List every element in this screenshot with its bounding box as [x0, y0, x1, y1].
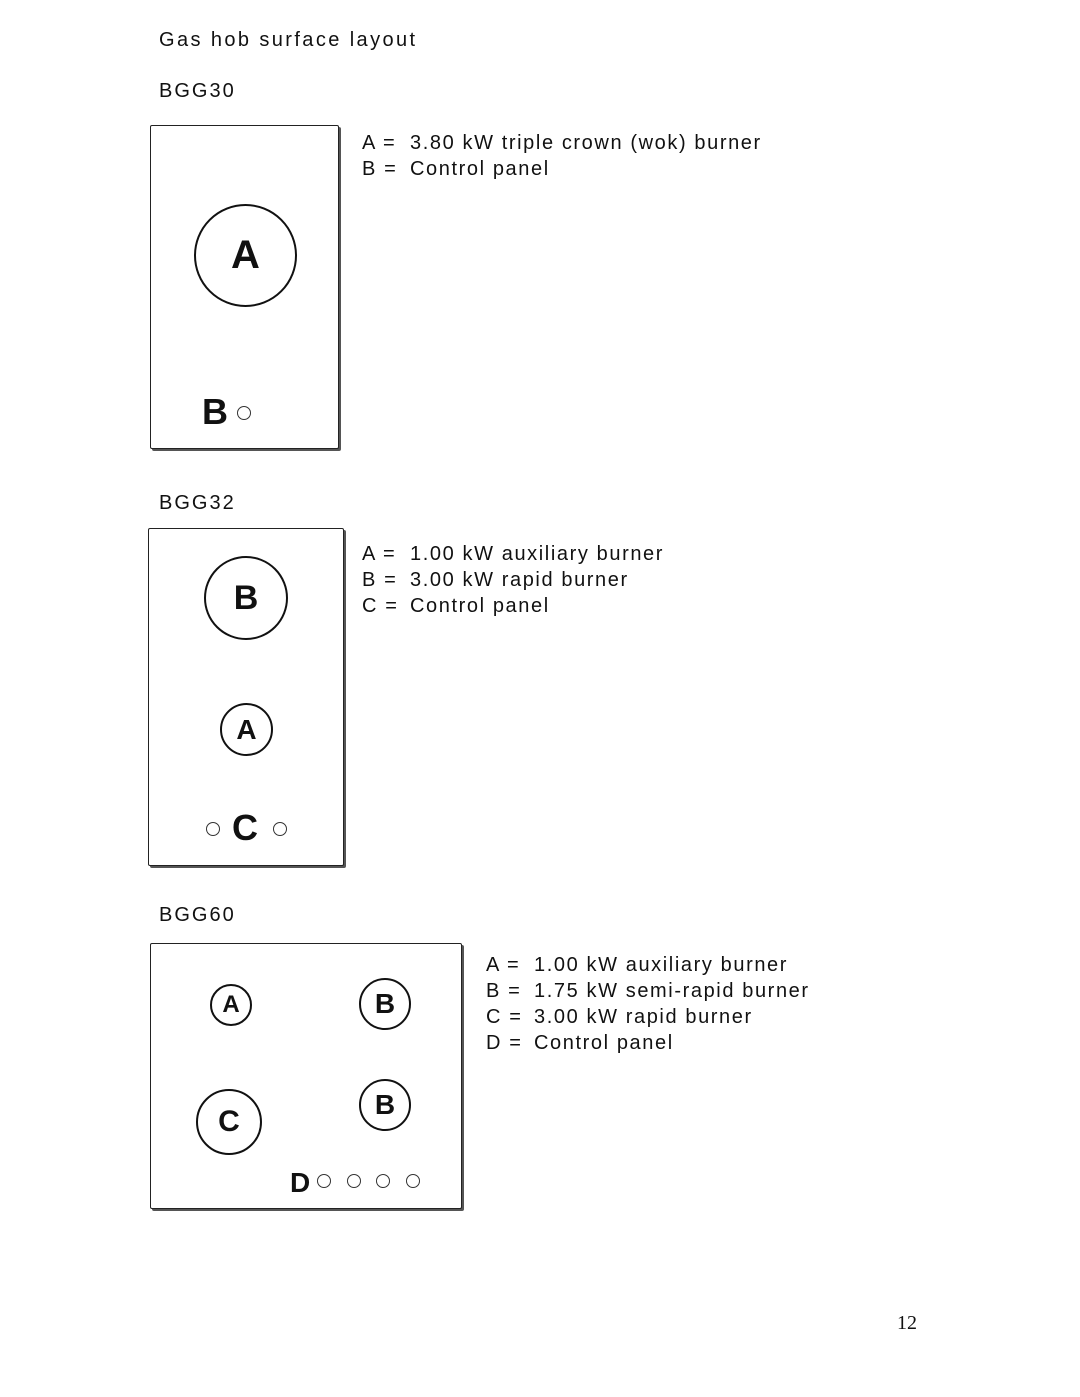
burner-a: A [220, 703, 273, 756]
legend-bgg60: A = 1.00 kW auxiliary burner B = 1.75 kW… [486, 952, 810, 1056]
burner-b: B [204, 556, 288, 640]
legend-item: D = Control panel [486, 1030, 810, 1056]
legend-key: C = [486, 1006, 523, 1028]
legend-text: 3.80 kW triple crown (wok) burner [410, 132, 762, 154]
page-title: Gas hob surface layout [159, 29, 418, 51]
legend-text: 3.00 kW rapid burner [410, 569, 629, 591]
model-name-bgg32: BGG32 [159, 492, 236, 514]
legend-text: 1.00 kW auxiliary burner [534, 954, 789, 976]
legend-key: A = [362, 132, 397, 154]
knob-icon [376, 1174, 390, 1188]
legend-item: C = 3.00 kW rapid burner [486, 1004, 810, 1030]
control-panel-label: D [290, 1167, 311, 1198]
legend-text: 3.00 kW rapid burner [534, 1006, 753, 1028]
control-panel-label: C [232, 807, 258, 848]
model-name-bgg30: BGG30 [159, 80, 236, 102]
knob-icon [237, 406, 251, 420]
burner-b: B [359, 978, 411, 1030]
legend-item: A = 1.00 kW auxiliary burner [362, 541, 664, 567]
legend-key: D = [486, 1032, 523, 1054]
knob-icon [206, 822, 220, 836]
legend-text: 1.75 kW semi-rapid burner [534, 980, 810, 1002]
hob-diagram-bgg32: B A C [148, 528, 344, 866]
legend-text: Control panel [410, 595, 550, 617]
legend-item: B = 3.00 kW rapid burner [362, 567, 664, 593]
burner-b: B [359, 1079, 411, 1131]
legend-key: A = [486, 954, 521, 976]
legend-item: A = 3.80 kW triple crown (wok) burner [362, 130, 762, 156]
model-name-bgg60: BGG60 [159, 904, 236, 926]
legend-text: Control panel [410, 158, 550, 180]
burner-a: A [210, 984, 252, 1026]
legend-key: B = [486, 980, 522, 1002]
legend-bgg30: A = 3.80 kW triple crown (wok) burner B … [362, 130, 762, 182]
legend-item: B = 1.75 kW semi-rapid burner [486, 978, 810, 1004]
page-number: 12 [897, 1312, 917, 1334]
legend-key: B = [362, 158, 398, 180]
knob-icon [406, 1174, 420, 1188]
legend-item: B = Control panel [362, 156, 762, 182]
legend-text: 1.00 kW auxiliary burner [410, 543, 665, 565]
legend-key: B = [362, 569, 398, 591]
legend-key: C = [362, 595, 399, 617]
legend-item: C = Control panel [362, 593, 664, 619]
legend-item: A = 1.00 kW auxiliary burner [486, 952, 810, 978]
burner-a: A [194, 204, 297, 307]
knob-icon [347, 1174, 361, 1188]
burner-c: C [196, 1089, 262, 1155]
hob-diagram-bgg60: A B C B D [150, 943, 462, 1209]
control-panel-label: B [202, 391, 228, 432]
knob-icon [317, 1174, 331, 1188]
legend-text: Control panel [534, 1032, 674, 1054]
hob-diagram-bgg30: A B [150, 125, 339, 449]
knob-icon [273, 822, 287, 836]
legend-key: A = [362, 543, 397, 565]
legend-bgg32: A = 1.00 kW auxiliary burner B = 3.00 kW… [362, 541, 664, 619]
